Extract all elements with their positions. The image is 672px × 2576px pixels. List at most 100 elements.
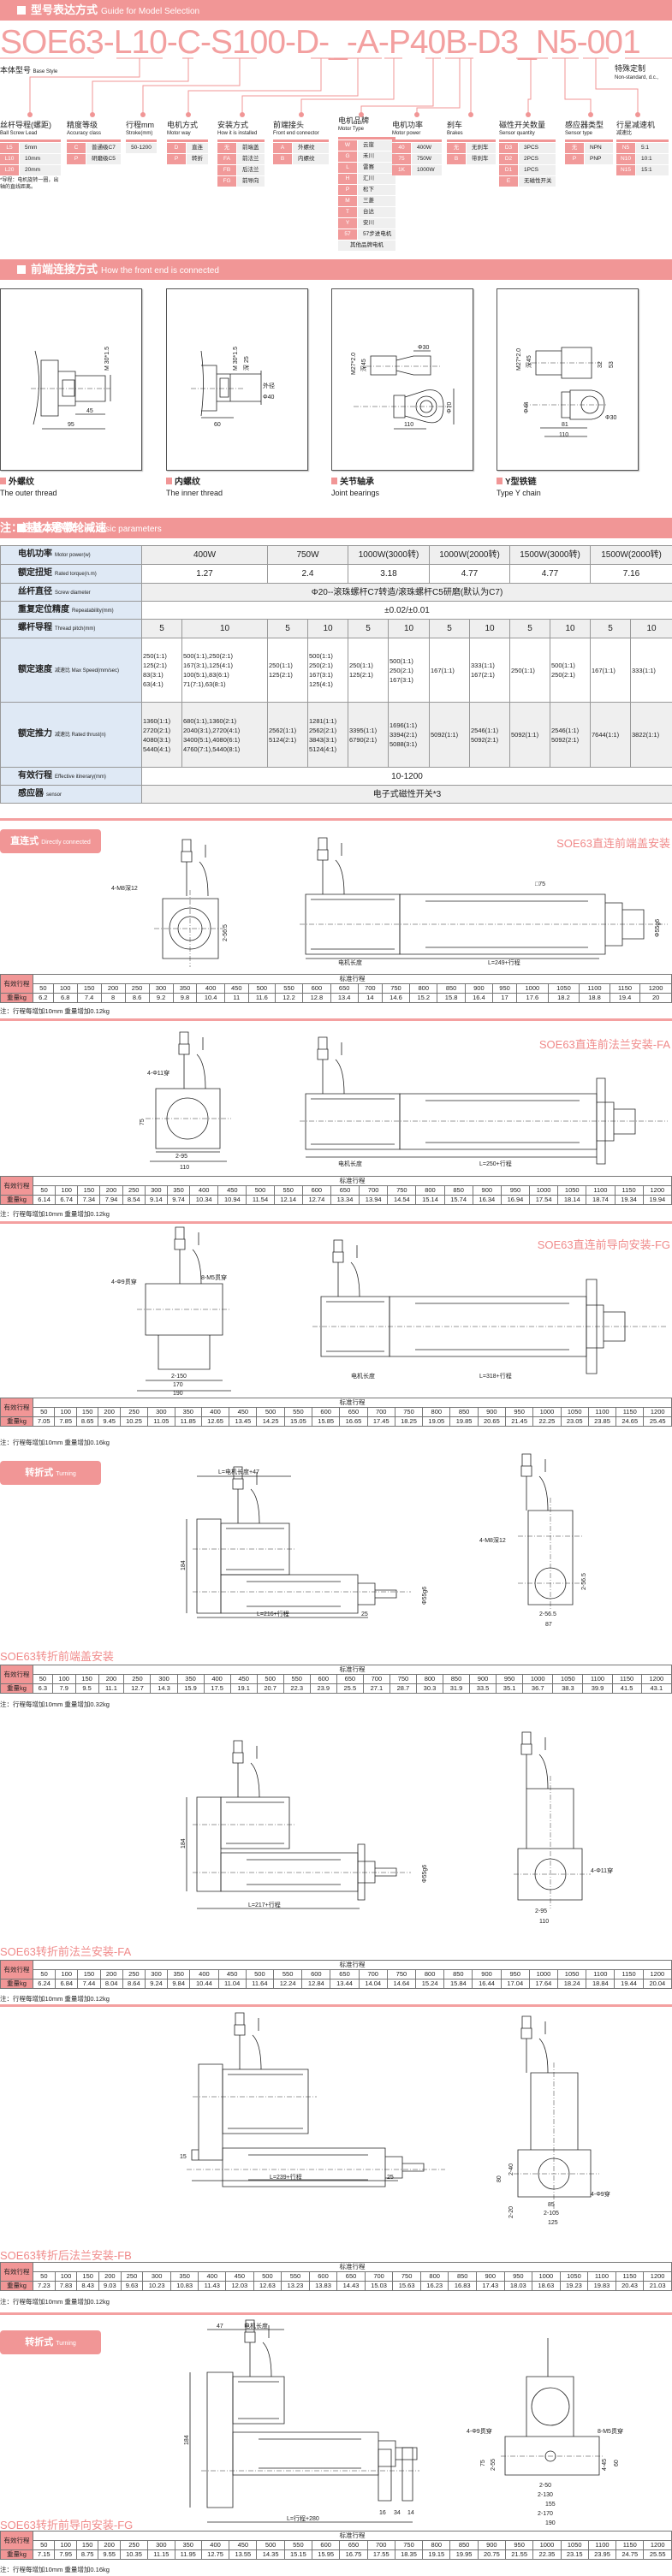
square-icon [17,524,26,532]
dimension-label: L=216+行程 [257,1610,289,1617]
dimension-label: 60 [214,422,221,428]
weight-value: 18.35 [394,2549,424,2560]
option-desc: 20mm [20,165,61,175]
weight-value: 9.74 [166,1195,191,1205]
standard-stroke-header: 标准行程 [33,974,672,984]
weight-value: 16.75 [339,2549,368,2560]
stroke-value: 50 [32,1407,56,1417]
dimension-label: 170 [173,1382,183,1388]
dimension-label: 4-Φ9贯穿 [111,1278,137,1285]
stroke-value: 250 [123,1674,152,1684]
weight-value: 38.3 [552,1683,584,1694]
weight-value: 17.64 [528,1979,559,1989]
stroke-value: 750 [394,2540,424,2550]
stroke-value: 150 [75,1407,99,1417]
weight-value: 11.1 [98,1683,125,1694]
stroke-value: 750 [386,1969,417,1979]
stroke-value: 850 [442,1674,471,1684]
option-code: D [167,143,186,153]
weight-value: 21.55 [504,2549,534,2560]
param-value: Φ20--滚珠螺杆C7转造/滚珠螺杆C5研磨(默认为C7) [141,583,672,602]
dimension-label: 2-95 [535,1908,547,1914]
stroke-value: 650 [336,2271,366,2282]
weight-value: 17.04 [500,1979,530,1989]
stroke-value: 950 [492,983,518,994]
weight-value: 23.15 [560,2549,589,2560]
weight-value: 16.65 [339,1416,368,1427]
dimension-label: 14 [407,2510,414,2516]
weight-value: 15.15 [283,2549,313,2560]
stroke-value: 450 [217,1185,247,1196]
param-value: 500(1:1) 250(2:1) [550,638,591,703]
weight-value: 8.65 [75,1416,99,1427]
standard-stroke-header: 标准行程 [33,1176,672,1186]
stroke-value: 850 [443,1185,473,1196]
option-desc: 后法兰 [237,165,265,175]
dimension-label: 2-130 [538,2492,553,2498]
stroke-value: 550 [282,1674,311,1684]
weight-header: 重量kg [0,1979,33,1989]
stroke-header: 有效行程 [0,2531,33,2550]
weight-value: 11.05 [147,1416,175,1427]
weight-value: 11 [223,993,249,1003]
drawing-title: SOE63直连前导向安装-FG [537,1238,670,1251]
weight-value: 18.14 [557,1195,587,1205]
dimension-label: □75 [535,881,545,887]
weight-value: 10.4 [196,993,225,1003]
weight-value: 18.74 [586,1195,616,1205]
param-value: 250(1:1) [509,638,550,703]
dimension-label: L=217+行程 [248,1901,281,1908]
weight-value: 16.94 [500,1195,531,1205]
stroke-value: 300 [144,1185,168,1196]
weight-value: 14.3 [150,1683,178,1694]
stroke-value: 100 [54,2540,77,2550]
param-value: 4.77 [429,564,510,584]
param-value: 333(1:1) 167(2:1) [469,638,510,703]
param-value: 10-1200 [141,767,672,786]
weight-value: 12.2 [274,993,304,1003]
option-code: 1K [392,165,411,175]
stroke-value: 350 [169,2271,199,2282]
param-value: 3.18 [348,564,430,584]
weight-value: 14 [357,993,383,1003]
option-code: W [338,140,357,151]
weight-value: 15.2 [409,993,438,1003]
connector-dot [414,112,419,117]
option-desc: 2PCS [519,154,556,164]
stroke-value: 950 [503,2271,533,2282]
dimension-label: M 30*1.5 [233,347,239,371]
stroke-value: 250 [119,2540,149,2550]
dimension-label: 16 [379,2510,386,2516]
param-value: 500(1:1) 250(2:1) 167(3:1) 125(4:1) [307,638,348,703]
connector-dot [468,112,473,117]
stroke-value: 250 [120,2271,144,2282]
weight-value: 7.44 [77,1979,101,1989]
dimension-label: 电机长度 [351,1372,375,1380]
option-code: 无 [565,143,584,153]
stroke-value: 50 [32,2540,56,2550]
weight-value: 39.9 [582,1683,613,1694]
stroke-value: 550 [283,1407,313,1417]
param-label: 额定速度减速比 Max Speed(mm/sec) [0,638,142,703]
param-value: 5 [348,619,389,638]
stroke-value: 700 [364,2271,394,2282]
dimension-label: 45 [86,408,93,414]
weight-value: 6.74 [55,1195,79,1205]
param-value: 1360(1:1) 2720(2:1) 4080(3:1) 5440(4:1) [141,702,182,768]
stroke-value: 500 [246,1185,275,1196]
